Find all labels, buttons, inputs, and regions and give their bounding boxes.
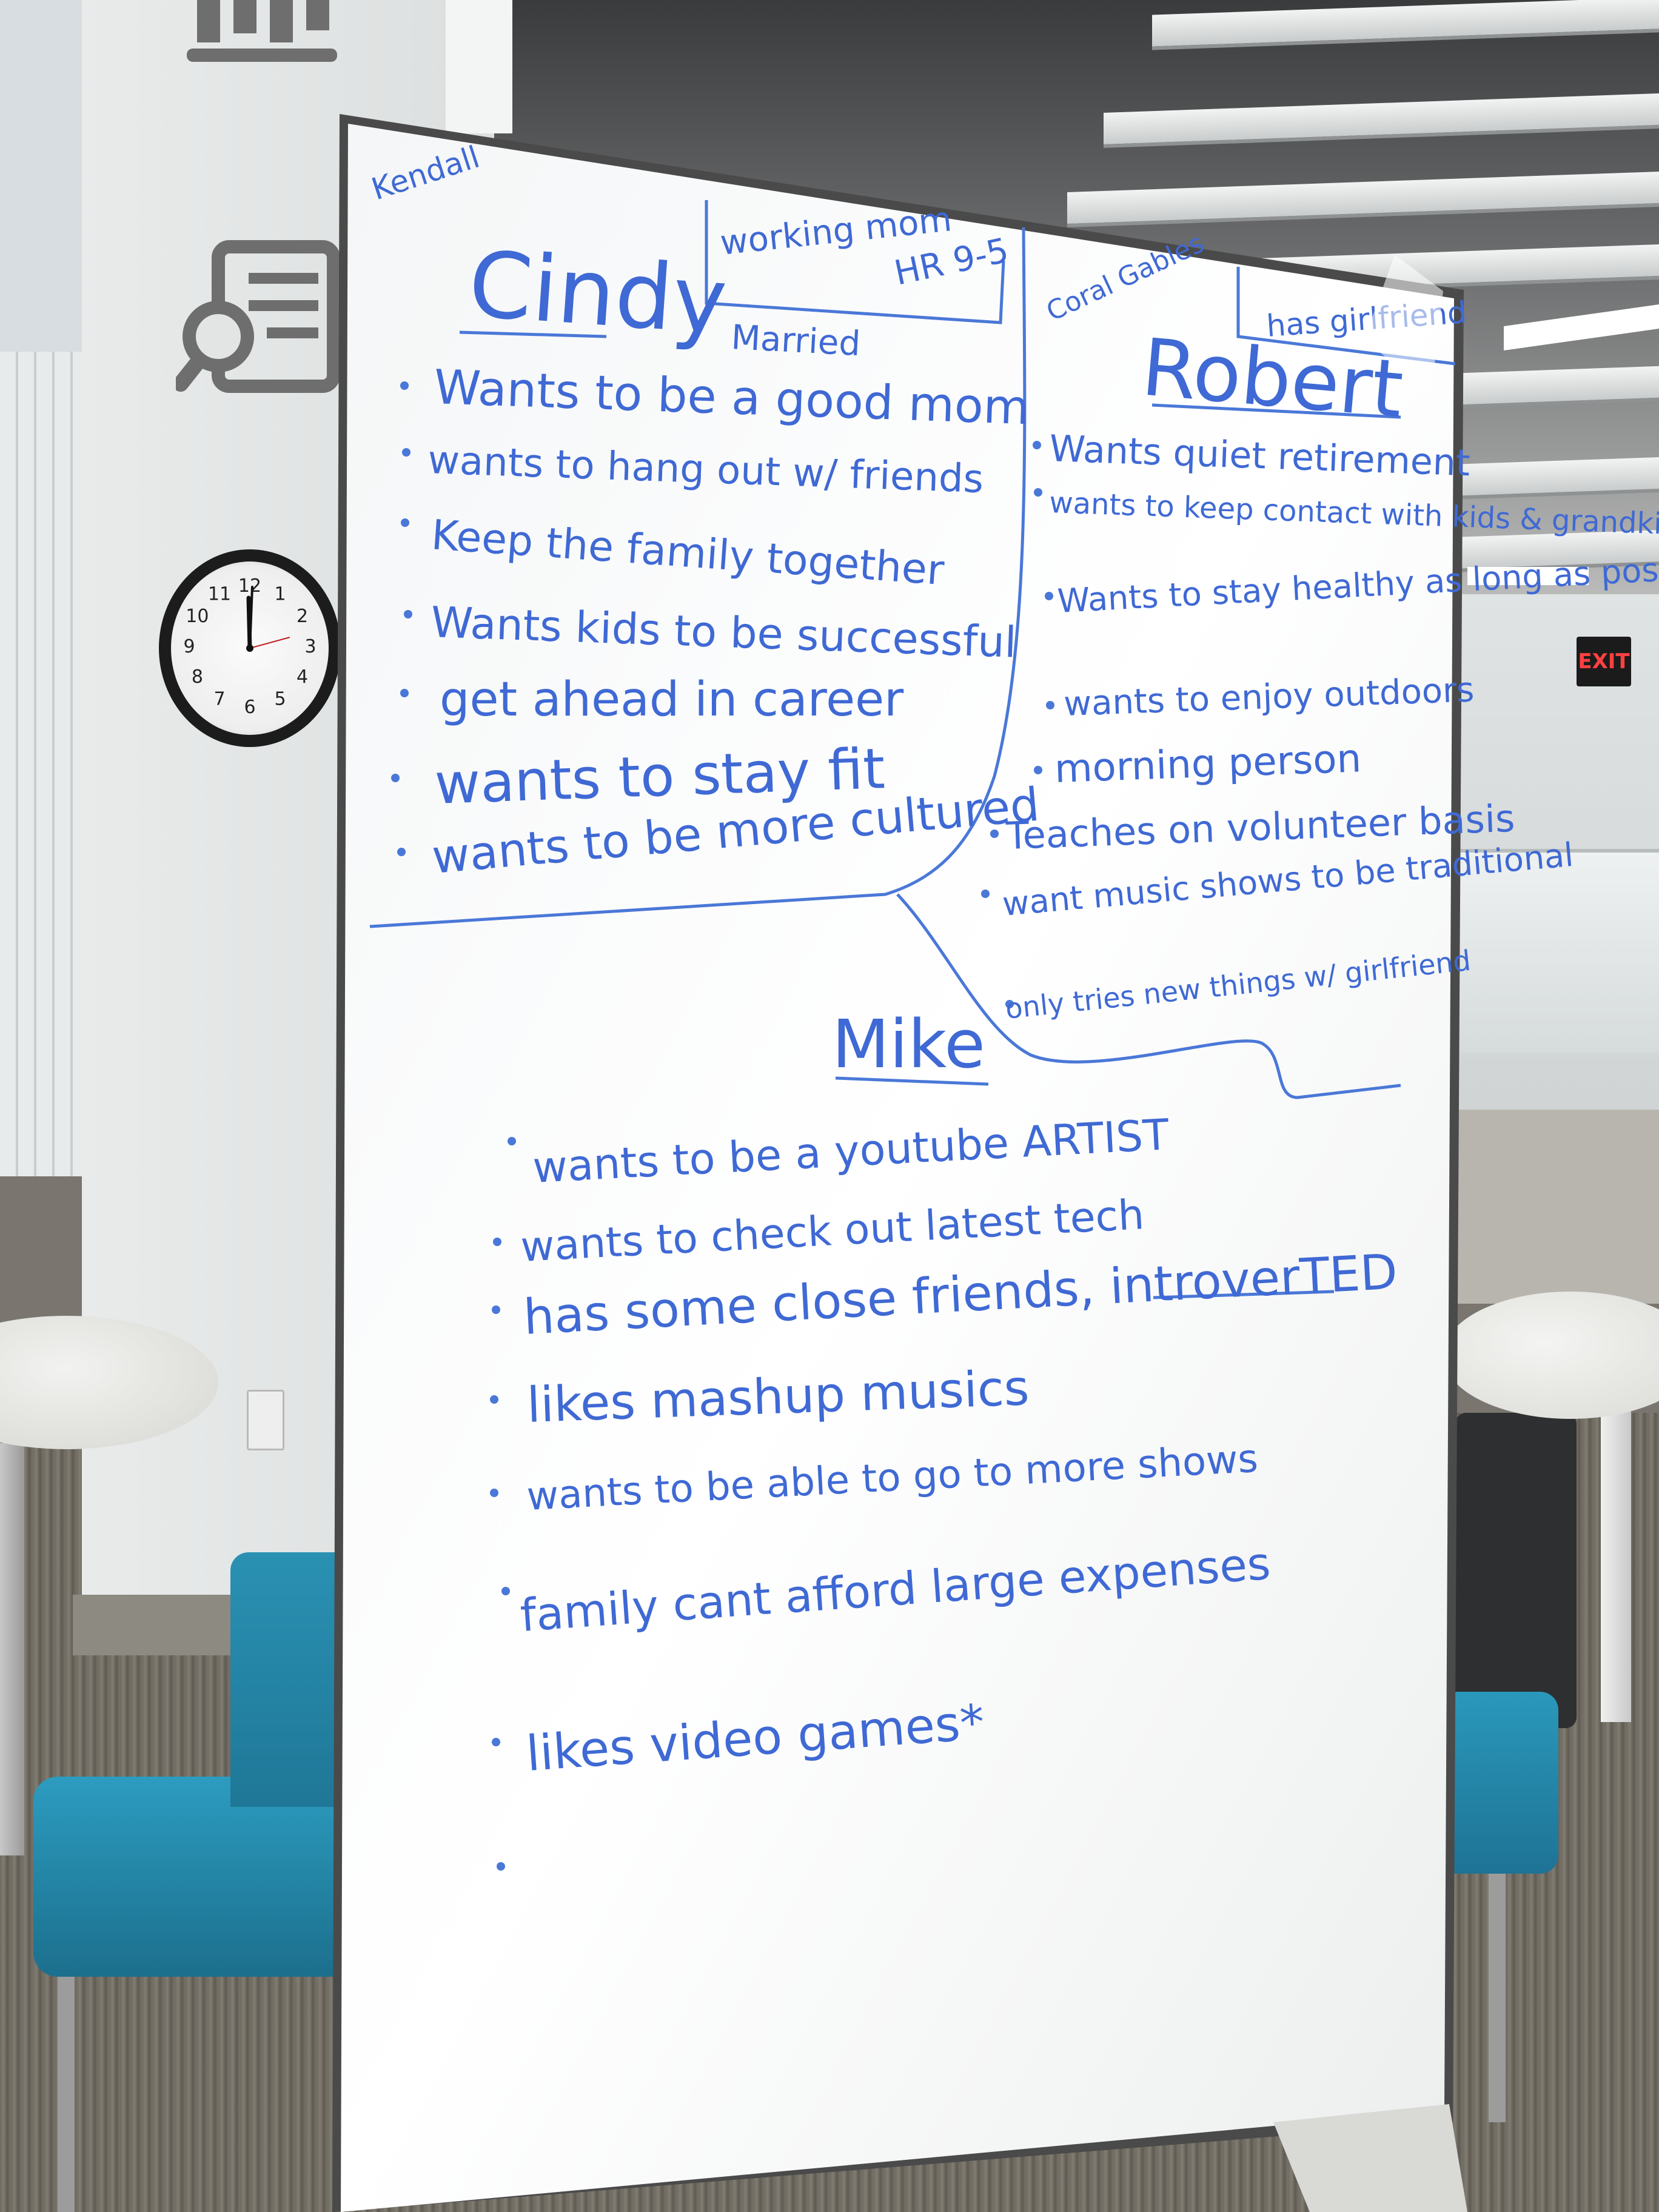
clock-numeral: 12 (238, 575, 261, 597)
persona-goal: morning person (1054, 736, 1362, 792)
exit-sign: EXIT (1577, 637, 1631, 686)
left-window (0, 352, 85, 1176)
clock-numeral: 9 (183, 636, 195, 657)
bench-leg (58, 1971, 75, 2212)
bullet-points (391, 381, 1054, 1871)
cubicle-partition (1449, 1110, 1659, 1304)
persona-name: Robert (1138, 321, 1407, 435)
persona-name: Mike (832, 1005, 985, 1083)
persona-dividers (369, 200, 1456, 1299)
clock-numeral: 8 (192, 666, 203, 688)
clock-numeral: 4 (297, 666, 308, 688)
glare (1364, 255, 1443, 394)
persona-goal: wants to stay fit (434, 736, 886, 817)
clock-numeral: 1 (274, 583, 286, 605)
bar-chart-icon (187, 0, 337, 62)
whiteboard-stand (1273, 2104, 1467, 2212)
left-wall (0, 0, 85, 364)
persona-tag: Married (730, 318, 861, 364)
clock-numeral: 2 (297, 606, 308, 627)
document-search-icon (176, 240, 340, 393)
bench-leg (1489, 1868, 1506, 2122)
clock-numeral: 5 (274, 689, 286, 710)
whiteboard-surface (341, 124, 1454, 2212)
pillar-edge (446, 0, 512, 133)
round-table (1443, 1292, 1659, 1419)
clock-numeral: 7 (213, 689, 225, 710)
blue-bench (33, 1777, 391, 1977)
clock-numeral: 3 (304, 636, 316, 657)
wall-outlet (247, 1390, 284, 1450)
glass-wall (1455, 849, 1659, 1053)
table-leg (1601, 1407, 1631, 1722)
clock-numeral: 10 (186, 606, 209, 627)
ceiling-light (1467, 567, 1589, 585)
clock-numeral: 6 (244, 697, 255, 718)
clock-numeral: 11 (208, 583, 231, 605)
office-chair (1455, 1413, 1577, 1728)
blue-bench (1443, 1692, 1558, 1874)
persona-name: Cindy (465, 232, 730, 355)
table-leg (0, 1443, 24, 1855)
persona-goal: get ahead in career (440, 672, 904, 727)
